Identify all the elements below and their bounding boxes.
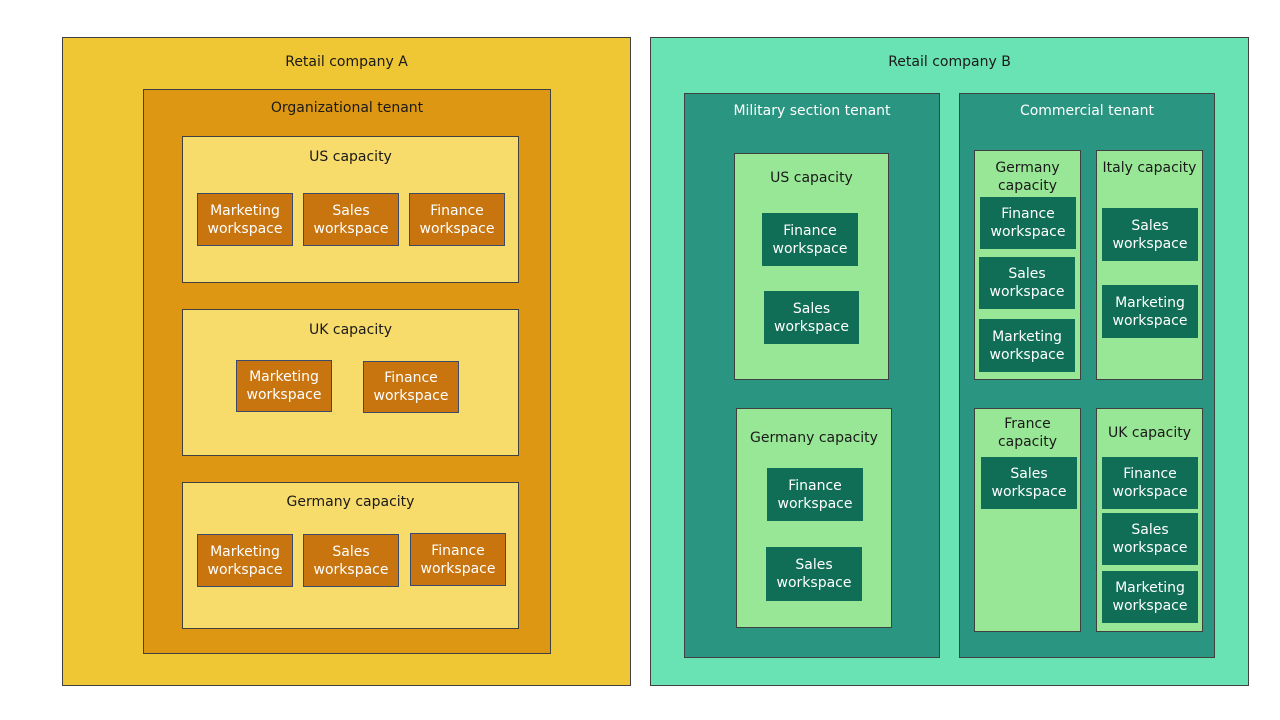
workspace-label: Sales <box>1131 217 1169 234</box>
workspace-finance[interactable]: Finance workspace <box>980 197 1076 249</box>
workspace-sales[interactable]: Sales workspace <box>979 257 1075 309</box>
workspace-label: Sales <box>1131 522 1169 538</box>
workspace-label: Marketing <box>210 202 280 219</box>
workspace-label: workspace <box>419 220 495 237</box>
workspace-label: workspace <box>246 387 322 403</box>
capacity-us-title: US capacity <box>309 149 392 165</box>
workspace-label: workspace <box>313 561 389 578</box>
workspace-label: workspace <box>373 388 449 404</box>
workspace-label: workspace <box>1112 235 1188 252</box>
workspace-label: Finance <box>1123 466 1177 482</box>
capacity-uk-title: UK capacity <box>309 322 392 338</box>
workspace-label: workspace <box>777 495 853 512</box>
workspace-label: workspace <box>1112 540 1188 556</box>
capacity-title-line: Germany <box>995 160 1060 176</box>
workspace-label: Sales <box>332 543 370 560</box>
workspace-label: Marketing <box>249 369 319 385</box>
capacity-italy-title: Italy capacity <box>1097 159 1202 177</box>
workspace-label: Marketing <box>210 543 280 560</box>
capacity-us-title: US capacity <box>770 170 853 186</box>
workspace-label: workspace <box>207 561 283 578</box>
workspace-label: workspace <box>1112 312 1188 329</box>
workspace-label: Sales <box>792 300 831 317</box>
workspace-label: workspace <box>772 240 848 257</box>
workspace-label: Sales <box>332 202 370 219</box>
workspace-finance[interactable]: Finance workspace <box>363 361 459 413</box>
workspace-label: workspace <box>313 220 389 237</box>
capacity-france-title: France capacity <box>975 415 1080 451</box>
capacity-germany-title: Germany capacity <box>750 430 878 446</box>
organizational-tenant-box: Organizational tenant US capacity Market… <box>143 89 551 654</box>
workspace-label: workspace <box>989 284 1065 300</box>
capacity-germany: Germany capacity Finance workspace Sales w… <box>974 150 1081 380</box>
workspace-label: Finance <box>384 370 438 386</box>
workspace-label: Sales <box>1010 466 1048 482</box>
capacity-germany-title: Germany capacity <box>286 494 415 510</box>
workspace-label: workspace <box>991 484 1067 500</box>
workspace-label: workspace <box>420 560 496 577</box>
capacity-title-line: UK capacity <box>1108 425 1191 441</box>
workspace-marketing[interactable]: Marketing workspace <box>1102 571 1198 623</box>
workspace-label: workspace <box>990 224 1066 240</box>
capacity-title-line: capacity <box>997 178 1058 194</box>
workspace-finance[interactable]: Finance workspace <box>1102 457 1198 509</box>
workspace-sales[interactable]: Sales workspace <box>1102 513 1198 565</box>
workspace-sales[interactable]: Sales workspace <box>981 457 1077 509</box>
company-b-title: Retail company B <box>888 54 1011 70</box>
workspace-label: Finance <box>788 477 842 494</box>
capacity-germany-title: Germany capacity <box>975 159 1080 195</box>
capacity-title-line: capacity <box>997 434 1058 450</box>
workspace-label: workspace <box>774 318 849 335</box>
workspace-label: Finance <box>430 202 484 219</box>
workspace-label: Sales <box>795 557 833 573</box>
military-tenant-title: Military section tenant <box>733 103 891 119</box>
capacity-uk: UK capacity Finance workspace Sales worksp… <box>1096 408 1203 632</box>
workspace-marketing[interactable]: Marketing workspace <box>236 360 332 412</box>
capacity-uk: UK capacity Marketing workspace Finance wo… <box>182 309 519 456</box>
capacity-title-line: France <box>1004 416 1051 432</box>
workspace-label: Finance <box>431 542 485 559</box>
workspace-sales[interactable]: Sales workspace <box>766 547 862 601</box>
commercial-tenant-title: Commercial tenant <box>1019 103 1155 119</box>
workspace-label: workspace <box>1112 598 1188 614</box>
commercial-tenant-box: Commercial tenant Germany capacity Finan… <box>959 93 1215 658</box>
military-tenant-box: Military section tenant US capacity Fina… <box>684 93 940 658</box>
capacity-title-line: Italy capacity <box>1102 160 1197 176</box>
workspace-label: Marketing <box>1115 294 1185 311</box>
capacity-france: France capacity Sales workspace <box>974 408 1081 632</box>
workspace-label: Finance <box>1001 206 1055 222</box>
company-b-box: Retail company B Military section tenant… <box>650 37 1249 686</box>
company-a-title: Retail company A <box>285 54 408 70</box>
workspace-label: workspace <box>207 220 283 237</box>
workspace-label: workspace <box>776 575 852 591</box>
workspace-label: Sales <box>1008 266 1046 282</box>
workspace-label: workspace <box>1112 484 1188 500</box>
capacity-uk-title: UK capacity <box>1097 424 1202 442</box>
company-a-box: Retail company A Organizational tenant U… <box>62 37 631 686</box>
workspace-label: Marketing <box>1115 580 1185 596</box>
workspace-label: workspace <box>989 346 1065 363</box>
organizational-tenant-title: Organizational tenant <box>270 100 424 116</box>
workspace-label: Finance <box>783 222 837 239</box>
workspace-label: Marketing <box>992 328 1062 345</box>
